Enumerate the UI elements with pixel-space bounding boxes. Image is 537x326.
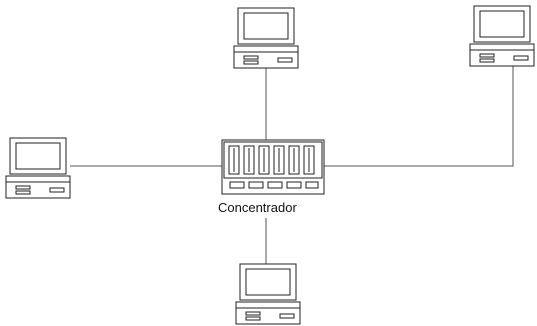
computer-left-icon [6,138,70,198]
computer-top-right-icon [470,6,534,66]
link-top-right [324,66,513,166]
hub-label: Concentrador [218,200,297,215]
computer-top-icon [234,8,298,68]
hub-icon [222,140,324,194]
computer-bottom-icon [236,264,300,324]
